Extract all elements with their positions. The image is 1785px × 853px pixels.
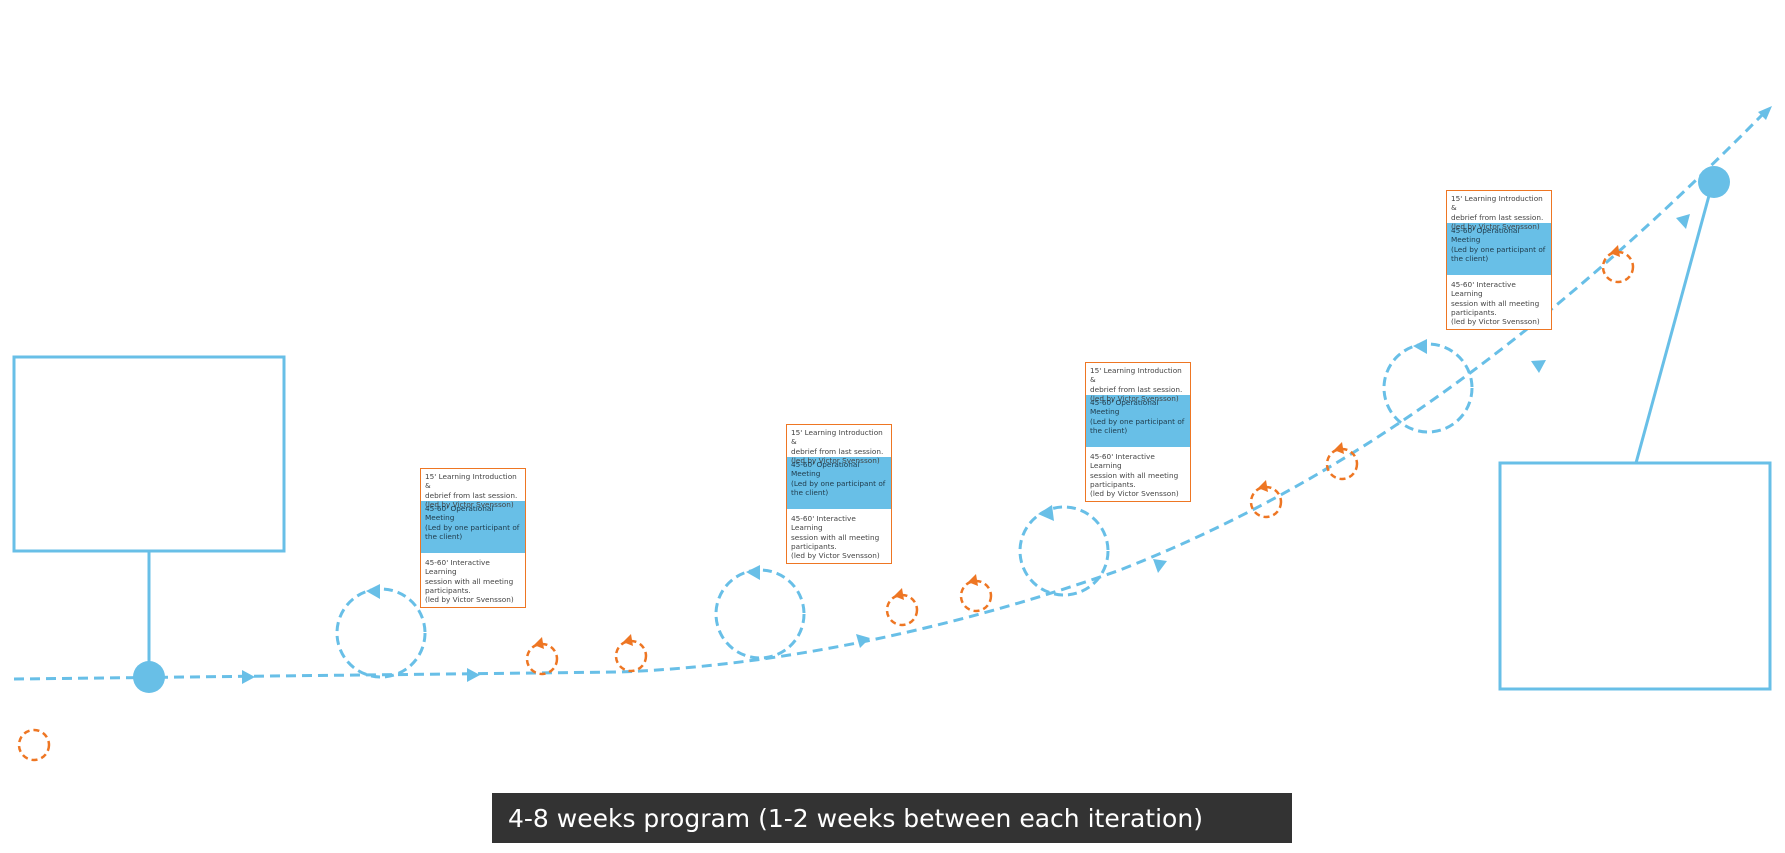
session-card-4: 15' Learning Introduction & debrief from… xyxy=(1446,190,1552,331)
session-card-3: 15' Learning Introduction & debrief from… xyxy=(1085,362,1191,503)
small-iteration-marker xyxy=(525,637,559,676)
direction-arrow xyxy=(242,670,255,684)
program-duration-banner: 4-8 weeks program (1-2 weeks between eac… xyxy=(492,793,1292,843)
card-operational-section: 45-60' Operational Meeting (Led by one p… xyxy=(787,457,891,509)
card-intro-section: 15' Learning Introduction & debrief from… xyxy=(1090,366,1183,403)
iteration-loop xyxy=(335,584,427,679)
card-operational-section: 45-60' Operational Meeting (Led by one p… xyxy=(1086,395,1190,447)
start-milestone-dot xyxy=(133,661,165,693)
direction-arrow xyxy=(1676,214,1690,229)
card-learning-section: 45-60' Interactive Learning session with… xyxy=(1451,280,1540,327)
iteration-loop xyxy=(1382,339,1474,434)
card-learning-section: 45-60' Interactive Learning session with… xyxy=(791,514,880,561)
timeline-path xyxy=(13,110,1767,681)
direction-arrow xyxy=(856,634,870,648)
end-milestone-dot xyxy=(1698,166,1730,198)
small-iteration-marker xyxy=(959,574,993,613)
card-intro-section: 15' Learning Introduction & debrief from… xyxy=(791,428,884,465)
card-operational-section: 45-60' Operational Meeting (Led by one p… xyxy=(1447,223,1551,275)
small-iteration-marker xyxy=(1249,480,1283,519)
timeline-end-arrow xyxy=(1758,106,1772,120)
small-iteration-marker xyxy=(1601,245,1635,284)
end-box xyxy=(1498,461,1772,691)
direction-arrow xyxy=(1153,559,1167,573)
small-iteration-marker xyxy=(614,634,648,673)
start-box xyxy=(12,355,286,553)
session-card-2: 15' Learning Introduction & debrief from… xyxy=(786,424,892,565)
iteration-loop xyxy=(1018,505,1110,597)
legend-iteration-marker xyxy=(17,728,51,762)
direction-arrow xyxy=(467,668,480,682)
small-iteration-marker xyxy=(1325,442,1359,481)
direction-arrow xyxy=(1531,360,1546,373)
card-learning-section: 45-60' Interactive Learning session with… xyxy=(425,558,514,605)
card-intro-section: 15' Learning Introduction & debrief from… xyxy=(425,472,518,509)
card-learning-section: 45-60' Interactive Learning session with… xyxy=(1090,452,1179,499)
small-iteration-marker xyxy=(885,588,919,627)
iteration-loop xyxy=(714,565,806,660)
card-intro-section: 15' Learning Introduction & debrief from… xyxy=(1451,194,1544,231)
card-operational-section: 45-60' Operational Meeting (Led by one p… xyxy=(421,501,525,553)
session-card-1: 15' Learning Introduction & debrief from… xyxy=(420,468,526,609)
end-connector xyxy=(1634,191,1712,464)
program-duration-text: 4-8 weeks program (1-2 weeks between eac… xyxy=(508,803,1203,833)
